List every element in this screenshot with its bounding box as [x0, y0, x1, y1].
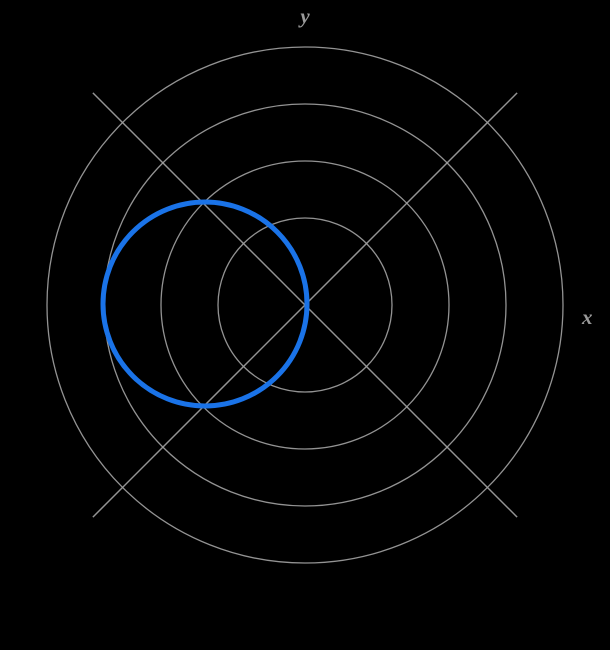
- polar-curve-circle: [100, 199, 310, 409]
- x-axis-label: x: [582, 305, 593, 329]
- radial-gridline-circle: [217, 217, 393, 393]
- y-axis-label: y: [300, 4, 310, 28]
- radial-gridline-circle: [46, 46, 564, 564]
- data-series-group: [100, 199, 310, 409]
- radial-gridline-circle: [160, 160, 450, 450]
